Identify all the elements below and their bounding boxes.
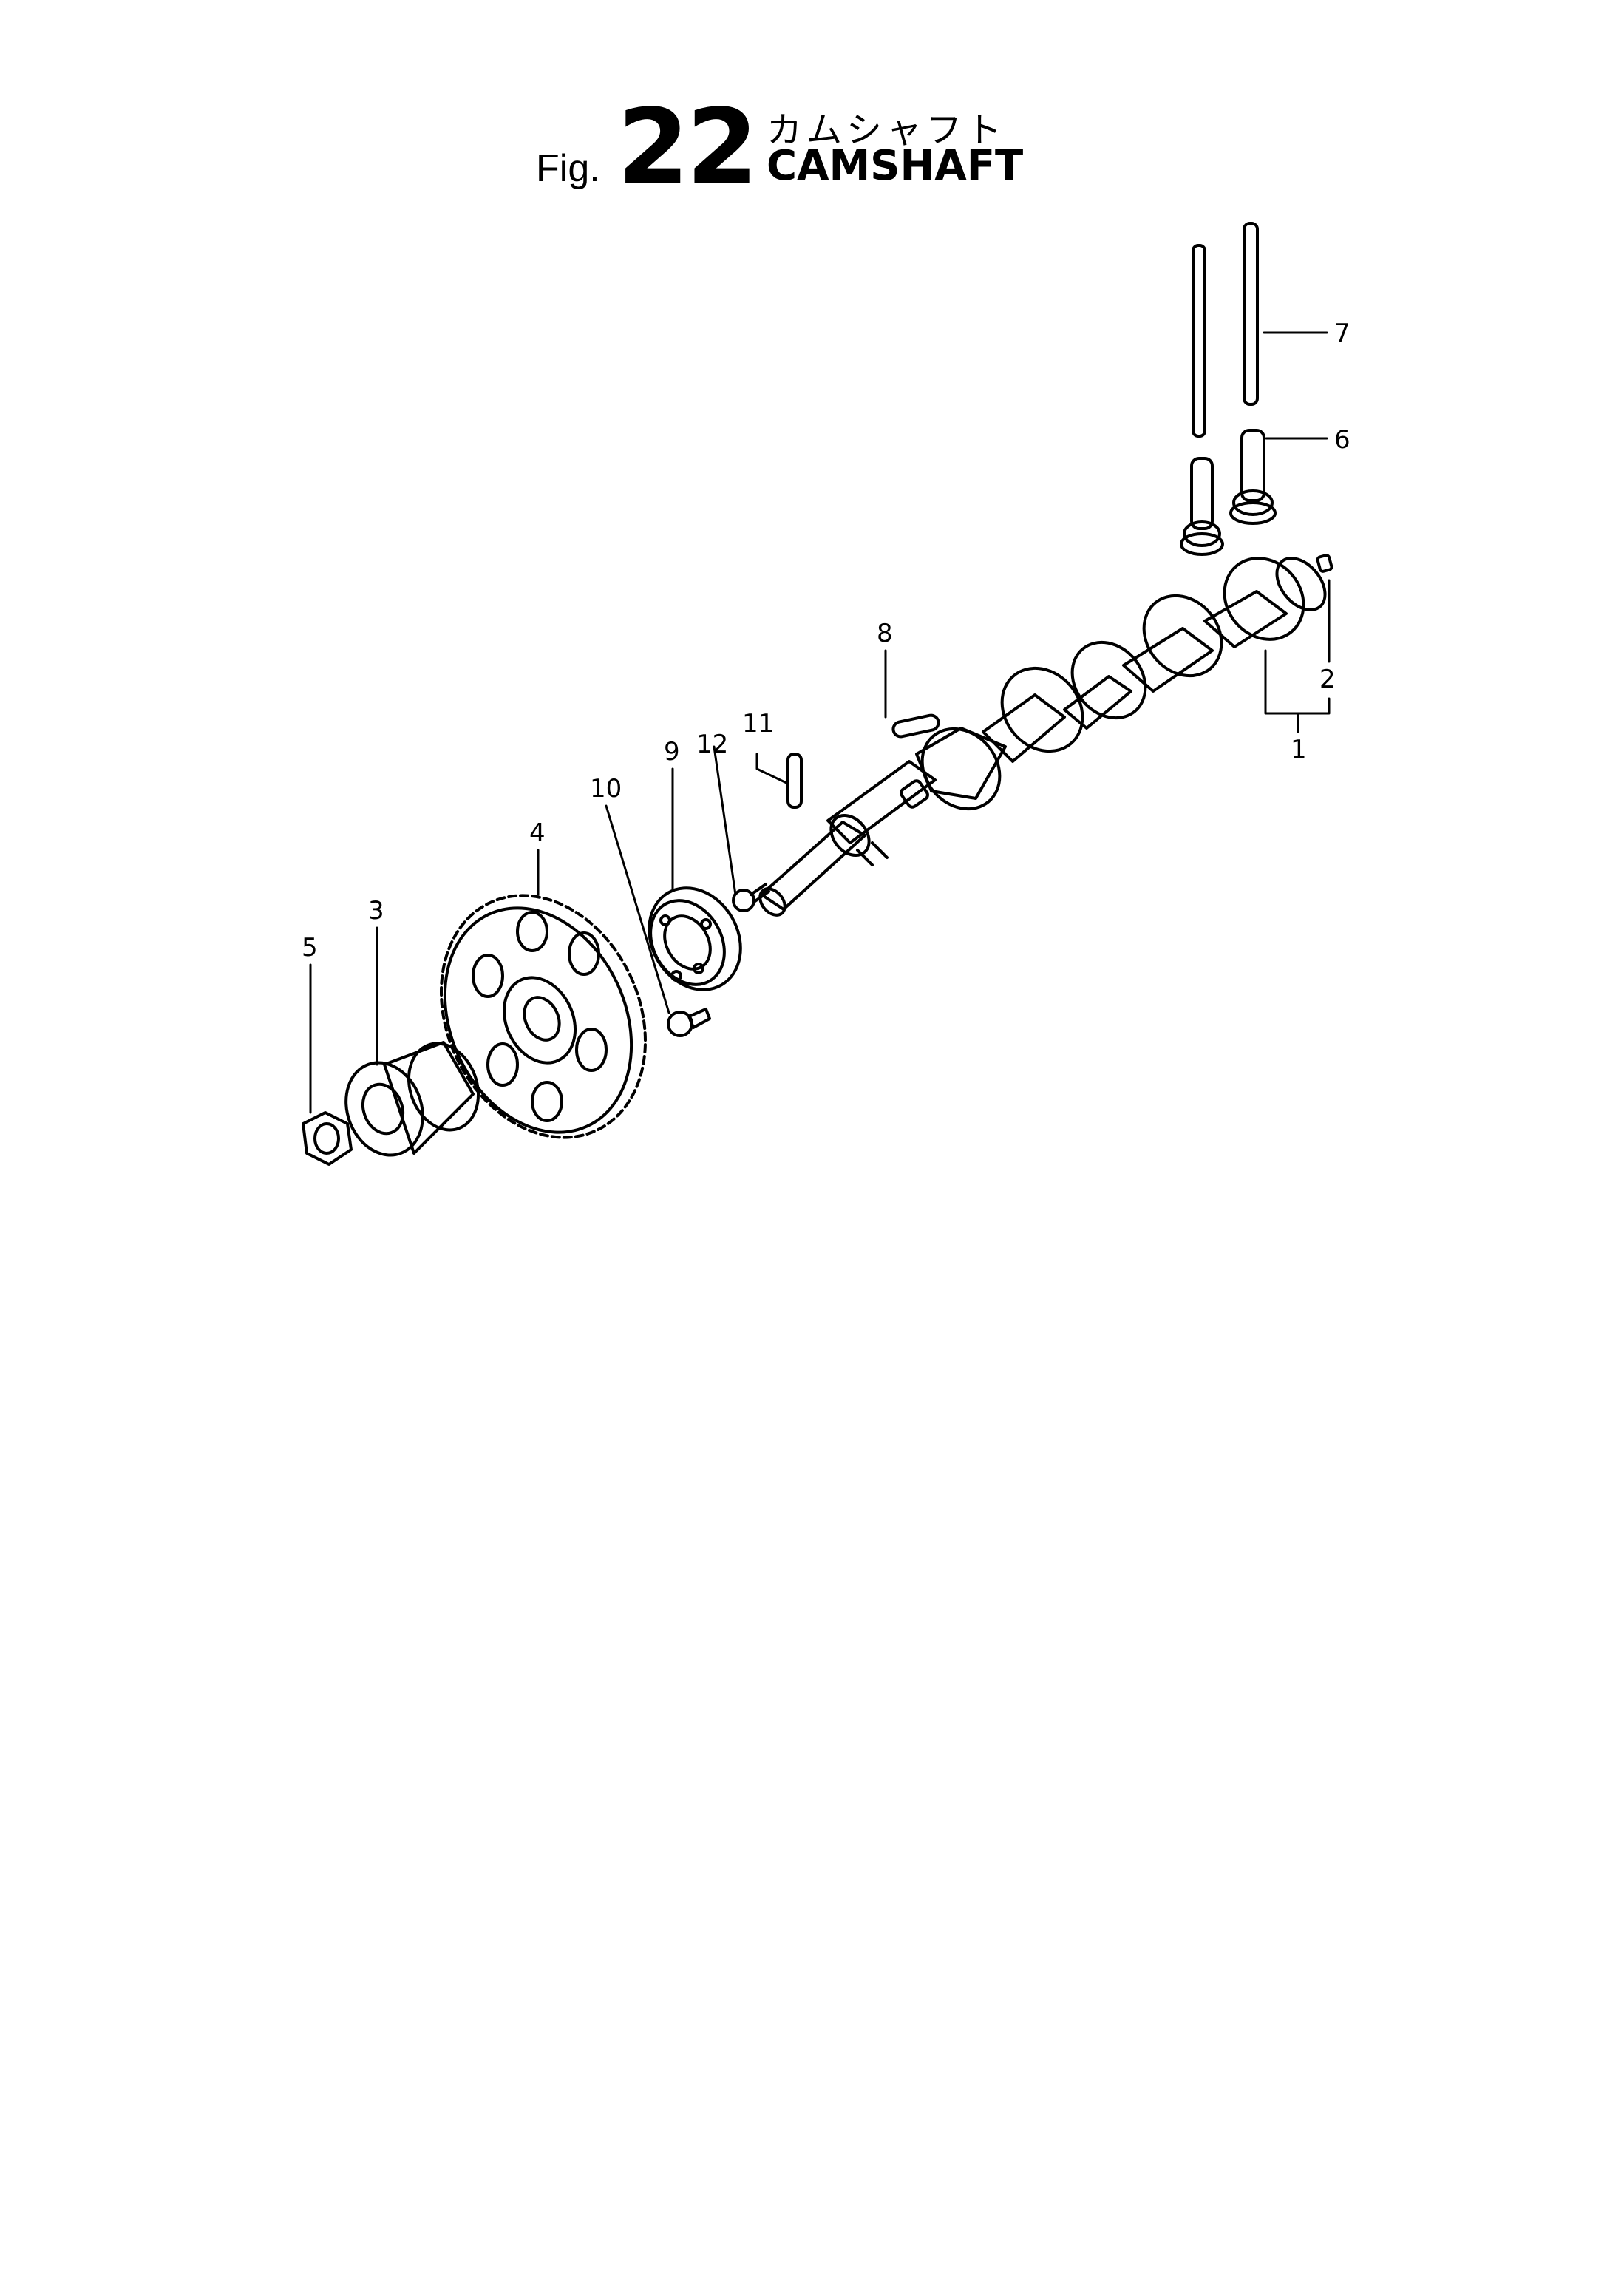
callout-labels: 7 6 2 1 8 11 12 9 10 4 3 5 xyxy=(302,319,1350,963)
callout-5: 5 xyxy=(302,933,318,963)
part-6-tappets xyxy=(1180,429,1277,556)
part-8-key xyxy=(891,713,940,739)
fig-number: 22 xyxy=(617,87,758,208)
callout-11: 11 xyxy=(742,709,774,739)
figure-title: Fig. 22 カムシャフト CAMSHAFT xyxy=(536,96,1053,200)
part-3-collar xyxy=(344,1041,480,1157)
callout-4: 4 xyxy=(529,818,546,848)
callout-2: 2 xyxy=(1319,665,1336,694)
part-2-pin xyxy=(1316,554,1333,573)
part-10-bolt xyxy=(667,1008,711,1037)
callout-9: 9 xyxy=(664,737,680,767)
callout-1: 1 xyxy=(1291,735,1307,764)
part-4-gear xyxy=(440,894,647,1139)
callout-8: 8 xyxy=(877,619,893,648)
fig-label: Fig. xyxy=(536,147,600,190)
part-7-push-rods xyxy=(1192,222,1259,438)
title-japanese: カムシャフト xyxy=(767,109,1007,151)
title-english: CAMSHAFT xyxy=(767,142,1024,190)
part-12-screw xyxy=(732,883,770,912)
leader-lines xyxy=(309,331,1331,1114)
part-11-pin xyxy=(786,753,803,809)
callout-7: 7 xyxy=(1334,319,1350,348)
callout-3: 3 xyxy=(368,896,384,926)
callout-12: 12 xyxy=(696,730,728,759)
part-9-bearing xyxy=(648,886,742,991)
callout-6: 6 xyxy=(1334,425,1350,455)
part-5-nut xyxy=(302,1111,353,1166)
part-1-camshaft xyxy=(758,557,1327,917)
callout-10: 10 xyxy=(590,774,622,804)
